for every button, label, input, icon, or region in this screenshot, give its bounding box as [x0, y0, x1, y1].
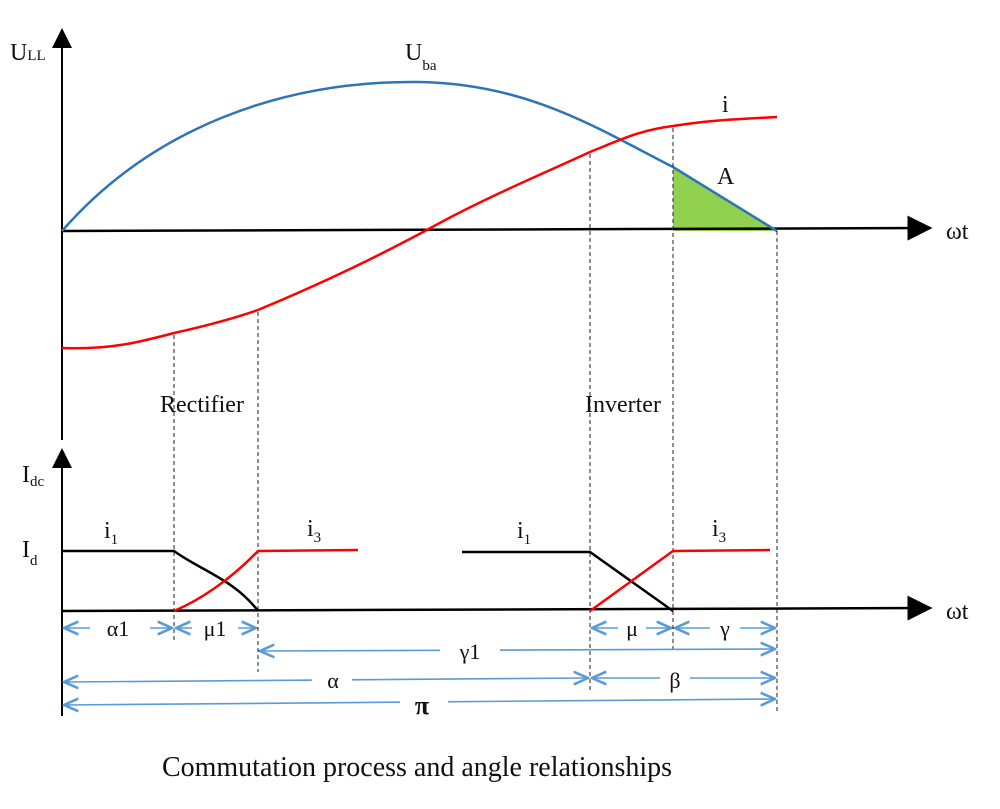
- gamma1-label: γ1: [459, 639, 481, 664]
- current-label: i: [722, 92, 729, 118]
- lower-y-axis-label: Idc: [22, 462, 45, 490]
- inverter-i3-label: i3: [712, 516, 726, 546]
- upper-x-axis: [61, 215, 933, 241]
- id-level-label: Id: [22, 537, 38, 569]
- inverter-i1-label: i1: [517, 518, 531, 548]
- alpha1-label: α1: [107, 616, 130, 641]
- rectifier-i3-current: [173, 548, 359, 613]
- rectifier-i3-label: i3: [307, 516, 321, 546]
- figure-caption: Commutation process and angle relationsh…: [162, 752, 672, 783]
- inverter-i1-current: [462, 550, 674, 613]
- lower-x-axis-label: ωt: [946, 599, 969, 625]
- upper-x-axis-label: ωt: [946, 219, 969, 245]
- mu-label: μ: [626, 616, 638, 641]
- alpha-label: α: [327, 668, 339, 693]
- lower-plot: Idc ωt Id i1 i3 i1 i3: [22, 448, 969, 716]
- lower-x-axis: [61, 595, 933, 621]
- area-label: A: [717, 164, 735, 190]
- voltage-curve-uba: [61, 80, 778, 233]
- pi-label: π: [415, 691, 429, 720]
- gamma-label: γ: [719, 616, 730, 641]
- mu1-label: μ1: [204, 616, 227, 641]
- rectifier-i1-label: i1: [104, 518, 118, 548]
- upper-plot: ULL ωt Uba i A Rectifier Inverter: [10, 28, 969, 440]
- current-curve-i: [61, 115, 778, 350]
- inverter-i3-current: [589, 548, 771, 613]
- rectifier-i1-current: [62, 549, 260, 612]
- guide-lines: [173, 128, 778, 712]
- angle-dimensions: α1 μ1 μ γ γ1 α β π: [64, 614, 775, 720]
- inverter-label: Inverter: [585, 392, 661, 418]
- upper-y-axis-label: ULL: [10, 40, 46, 66]
- gamma1-arrow: [260, 649, 775, 651]
- voltage-label: Uba: [405, 40, 437, 74]
- beta-label: β: [669, 668, 680, 693]
- rectifier-label: Rectifier: [160, 392, 244, 418]
